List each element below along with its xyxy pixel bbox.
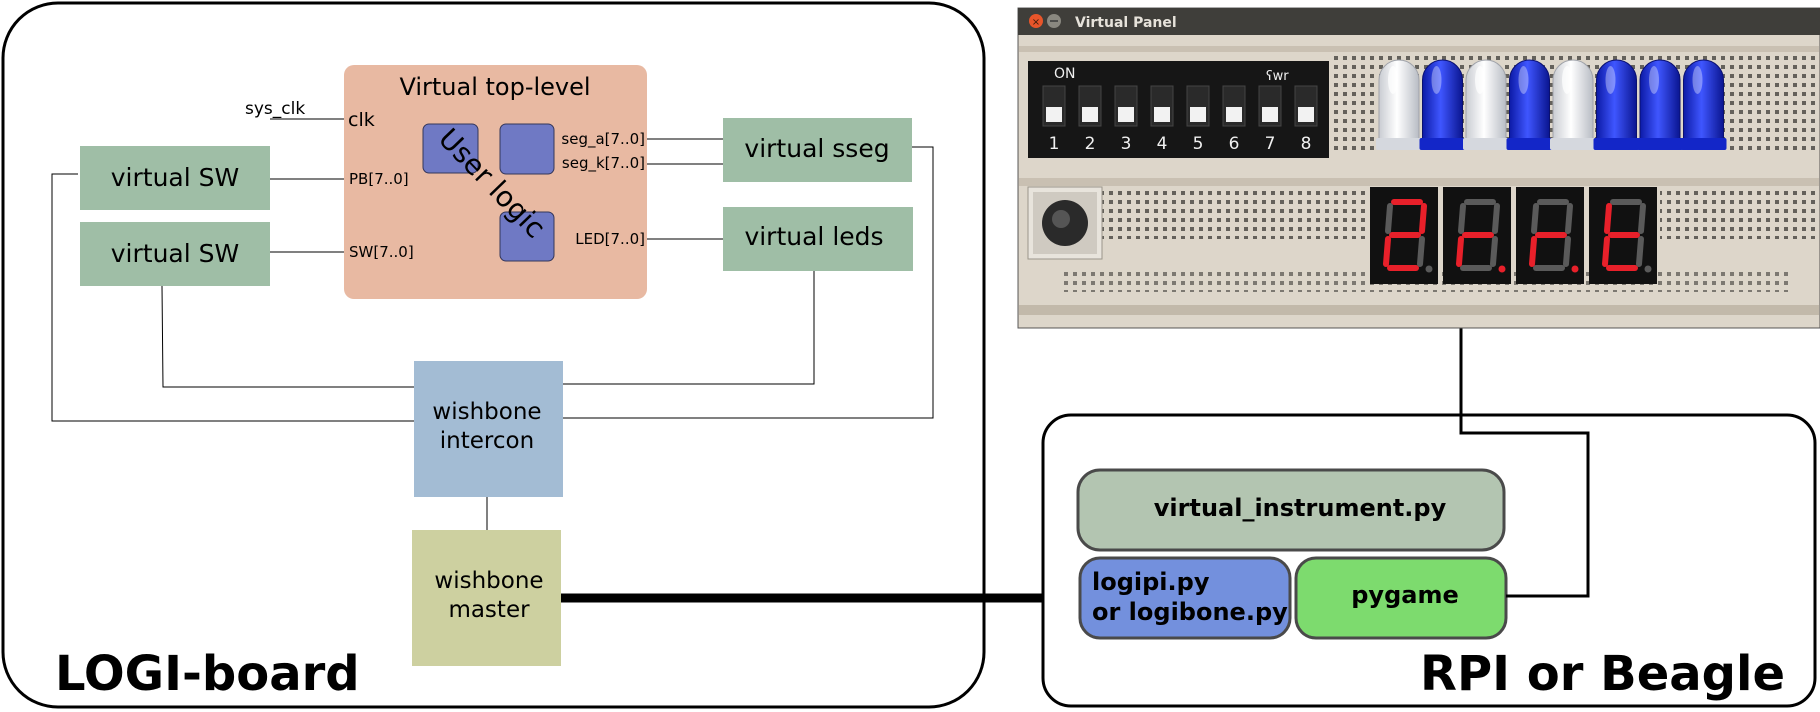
seg-a-port-label: seg_a[7..0] [561,130,645,149]
dip-number-label: 5 [1193,134,1204,154]
dip-switch-7[interactable]: 7 [1258,85,1282,154]
led-on [1419,59,1466,150]
virtual-instrument-block [1076,468,1506,552]
virtual-sw-label-2: virtual SW [111,239,239,268]
wishbone-intercon-line-1: wishbone [432,399,541,425]
virtual-leds-block [723,207,913,271]
rpi-board-label: RPI or Beagle [1420,646,1785,702]
led-off [1463,59,1509,150]
virtual-top-level-title: Virtual top-level [399,73,590,101]
panel-titlebar [1018,8,1820,35]
logipi-block [1078,556,1292,640]
clk-port-label: clk [348,109,375,131]
virtual-sw-block-1 [80,146,270,210]
sseg-digit [1516,187,1584,284]
dip-number-label: 6 [1229,134,1240,154]
wishbone-master-line-1: wishbone [434,568,543,594]
wishbone-master-line-2: master [448,597,530,623]
led-port-label: LED[7..0] [575,230,645,248]
pygame-label: pygame [1351,581,1458,609]
dip-switch-1[interactable]: 1 [1042,85,1066,154]
dip-switch-5[interactable]: 5 [1186,85,1210,154]
seg-k-port-label: seg_k[7..0] [562,154,645,173]
close-icon[interactable] [1029,14,1043,28]
led-off [1550,59,1596,150]
dip-number-label: 2 [1085,134,1096,154]
led-row [1376,59,1727,150]
dip-number-label: 7 [1265,134,1276,154]
virtual-sseg-label: virtual sseg [744,134,889,163]
user-logic-block-2 [499,123,555,175]
pygame-panel-connection [1459,328,1590,598]
led-on [1680,59,1727,150]
sseg-digit [1370,187,1438,284]
dip-switch-8[interactable]: 8 [1294,85,1318,154]
dip-number-label: 1 [1049,134,1060,154]
dip-number-label: 8 [1301,134,1312,154]
virtual-leds-label: virtual leds [744,222,883,251]
dip-switch-3[interactable]: 3 [1114,85,1138,154]
logipi-line-1: logipi.py [1092,568,1210,596]
led-on [1593,59,1640,150]
svg-text:×: × [1032,17,1040,28]
dip-switch-2[interactable]: 2 [1078,85,1102,154]
virtual-sw-label-1: virtual SW [111,163,239,192]
user-logic-block-3 [499,211,555,262]
sw-port-label: SW[7..0] [349,243,414,261]
dip-switch-4[interactable]: 4 [1150,85,1174,154]
wishbone-intercon-block [414,361,563,497]
wishbone-intercon-line-2: intercon [440,428,534,454]
virtual-sseg-block [723,118,912,182]
dip-brand-label: ʕwr [1266,69,1289,84]
led-on [1506,59,1553,150]
dip-number-label: 3 [1121,134,1132,154]
dip-on-label: ON [1054,66,1076,82]
logi-connections [51,118,934,530]
led-on [1637,59,1683,150]
sseg-digit [1589,187,1657,284]
panel-window-title: Virtual Panel [1075,15,1177,31]
pygame-block [1294,556,1508,640]
logipi-line-2: or logibone.py [1092,598,1288,626]
virtual-top-level-block [344,65,647,299]
dip-number-label: 4 [1157,134,1168,154]
user-logic-block-1 [422,123,479,174]
sseg-digit [1443,187,1511,284]
virtual-panel-window: × Virtual Panel ON ʕwr 1 2 3 4 5 6 7 8 [1017,7,1820,329]
seven-segment-display [1370,187,1657,284]
logi-board-label: LOGI-board [55,646,360,702]
virtual-sw-block-2 [80,222,270,286]
wishbone-master-block [412,530,561,666]
virtual-instrument-label: virtual_instrument.py [1154,494,1447,522]
sys-clk-label: sys_clk [245,99,305,119]
dip-switch-6[interactable]: 6 [1222,85,1246,154]
pb-port-label: PB[7..0] [349,170,409,188]
led-off [1376,59,1422,150]
dip-switch-slots: 1 2 3 4 5 6 7 8 [1042,85,1318,154]
